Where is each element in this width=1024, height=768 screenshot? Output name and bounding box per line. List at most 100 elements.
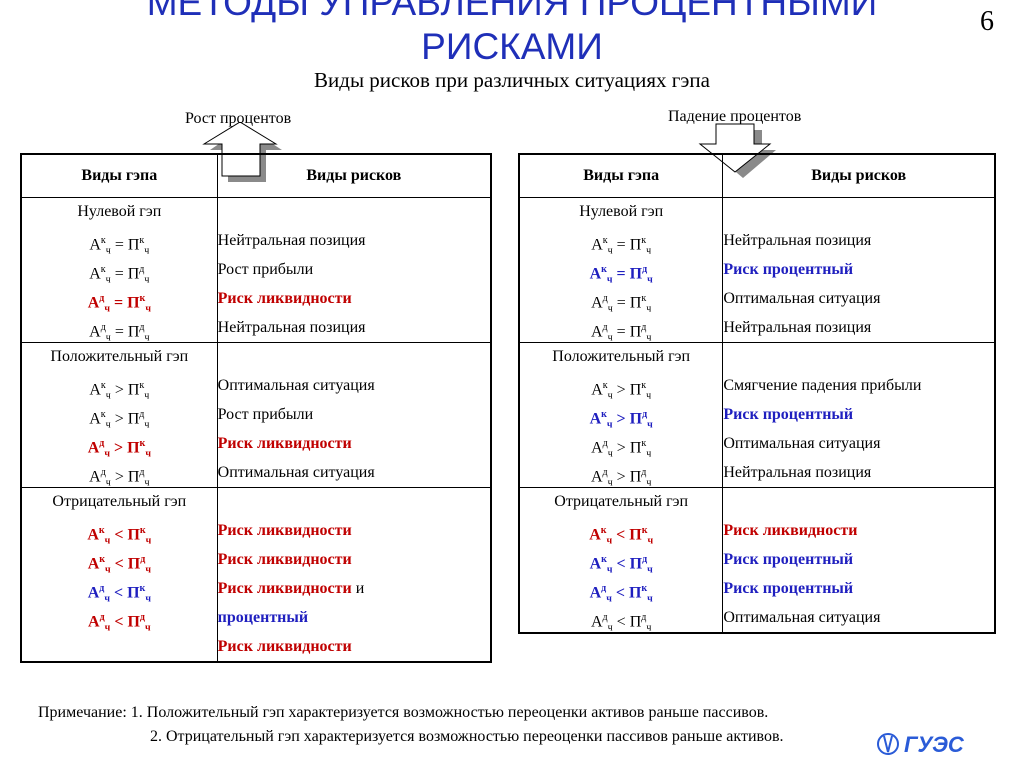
comparison-operator: >: [612, 381, 630, 399]
liability-subscript: ч: [144, 274, 150, 286]
risk-label: Нейтральная позиция: [723, 232, 872, 249]
spacer: [218, 198, 490, 226]
gap-section-title: Нулевой гэп: [77, 203, 162, 220]
spacer: [723, 488, 994, 516]
risk-item: Риск процентный: [723, 255, 994, 284]
asset-subscript: ч: [607, 245, 613, 257]
gap-section-title: Отрицательный гэп: [52, 493, 187, 510]
liability-superscript: д: [139, 467, 145, 478]
asset-symbol: А: [89, 323, 101, 341]
gap-formula: Адч > Пдч: [22, 458, 217, 489]
asset-subscript: ч: [606, 419, 613, 431]
subtitle: Виды рисков при различных ситуациях гэпа: [314, 68, 710, 92]
gap-section-title: Отрицательный гэп: [554, 493, 689, 510]
liability-subscript: ч: [145, 535, 152, 547]
risk-label: Риск процентный: [723, 551, 854, 568]
asset-subscript: ч: [105, 564, 111, 576]
risk-item: Оптимальная ситуация: [218, 371, 490, 400]
asset-symbol: А: [590, 468, 603, 486]
asset-subscript: ч: [104, 622, 111, 634]
liability-symbol: П: [127, 584, 140, 602]
liability-superscript: к: [139, 235, 145, 246]
asset-symbol: А: [589, 410, 602, 428]
asset-symbol: А: [89, 236, 101, 254]
asset-superscript: к: [100, 380, 106, 391]
risk-item: Рост прибыли: [218, 400, 490, 429]
risk-item: Нейтральная позиция: [723, 226, 994, 255]
liability-superscript: к: [641, 438, 647, 449]
asset-subscript: ч: [607, 622, 613, 634]
spacer: [218, 488, 490, 516]
liability-symbol: П: [629, 555, 643, 573]
liability-subscript: ч: [646, 332, 652, 344]
gap-formula: Адч = Пдч: [520, 313, 722, 344]
risk-label: Риск ликвидности: [217, 580, 352, 597]
risk-label: Нейтральная позиция: [723, 464, 872, 481]
liability-symbol: П: [127, 526, 140, 544]
liability-subscript: ч: [144, 477, 150, 489]
comparison-operator: >: [110, 381, 128, 399]
liability-symbol: П: [127, 294, 140, 312]
gap-formula: Адч < Пкч: [22, 574, 217, 605]
liability-superscript: д: [641, 612, 647, 623]
risk-label: Оптимальная ситуация: [723, 290, 881, 307]
risk-label: Нейтральная позиция: [723, 319, 872, 336]
liability-superscript: д: [139, 264, 145, 275]
liability-subscript: ч: [647, 535, 654, 547]
asset-superscript: к: [601, 264, 607, 275]
liability-symbol: П: [127, 323, 140, 341]
falling-rates-label: Падение процентов: [668, 108, 802, 125]
spacer: [723, 343, 994, 371]
liability-subscript: ч: [144, 390, 150, 402]
comparison-operator: <: [612, 526, 630, 544]
gap-formula: Адч < Пкч: [520, 574, 722, 605]
liability-superscript: д: [139, 322, 145, 333]
liability-subscript: ч: [647, 274, 653, 286]
slide-number: 6: [980, 6, 994, 37]
liability-symbol: П: [629, 526, 642, 544]
liability-subscript: ч: [144, 245, 150, 257]
risk-item: Оптимальная ситуация: [218, 458, 490, 487]
risk-item: Оптимальная ситуация: [723, 284, 994, 313]
liability-symbol: П: [629, 236, 642, 254]
liability-superscript: д: [139, 612, 145, 623]
risk-item: Риск ликвидности: [218, 632, 490, 661]
risk-type-header: Виды рисков: [722, 153, 996, 198]
gap-formula: Акч = Пдч: [22, 255, 217, 286]
comparison-operator: =: [612, 265, 630, 283]
risk-label: Риск ликвидности: [217, 638, 352, 655]
asset-subscript: ч: [105, 245, 111, 257]
risk-label: Оптимальная ситуация: [217, 377, 375, 394]
spacer: [218, 343, 490, 371]
gap-type-header: Виды гэпа: [20, 153, 218, 198]
risk-label: Смягчение падения прибыли: [723, 377, 922, 394]
risk-item-continuation: процентный: [218, 603, 490, 632]
liability-superscript: к: [139, 438, 146, 449]
asset-symbol: А: [591, 294, 603, 312]
asset-subscript: ч: [105, 390, 111, 402]
risk-item: Риск ликвидности: [218, 516, 490, 545]
asset-subscript: ч: [606, 274, 613, 286]
asset-subscript: ч: [105, 477, 111, 489]
asset-subscript: ч: [104, 535, 111, 547]
liability-superscript: к: [139, 380, 145, 391]
liability-symbol: П: [629, 294, 642, 312]
risk-label: Риск процентный: [723, 580, 854, 597]
comparison-operator: <: [110, 526, 128, 544]
liability-symbol: П: [127, 410, 140, 428]
risk-item: Риск процентный: [723, 545, 994, 574]
risk-item: Рост прибыли: [218, 255, 490, 284]
logo-text: ГУЭС: [904, 732, 965, 757]
asset-superscript: к: [100, 409, 106, 420]
liability-subscript: ч: [647, 419, 653, 431]
asset-superscript: д: [602, 322, 608, 333]
gap-section-title: Положительный гэп: [552, 348, 691, 365]
asset-symbol: А: [87, 584, 100, 602]
